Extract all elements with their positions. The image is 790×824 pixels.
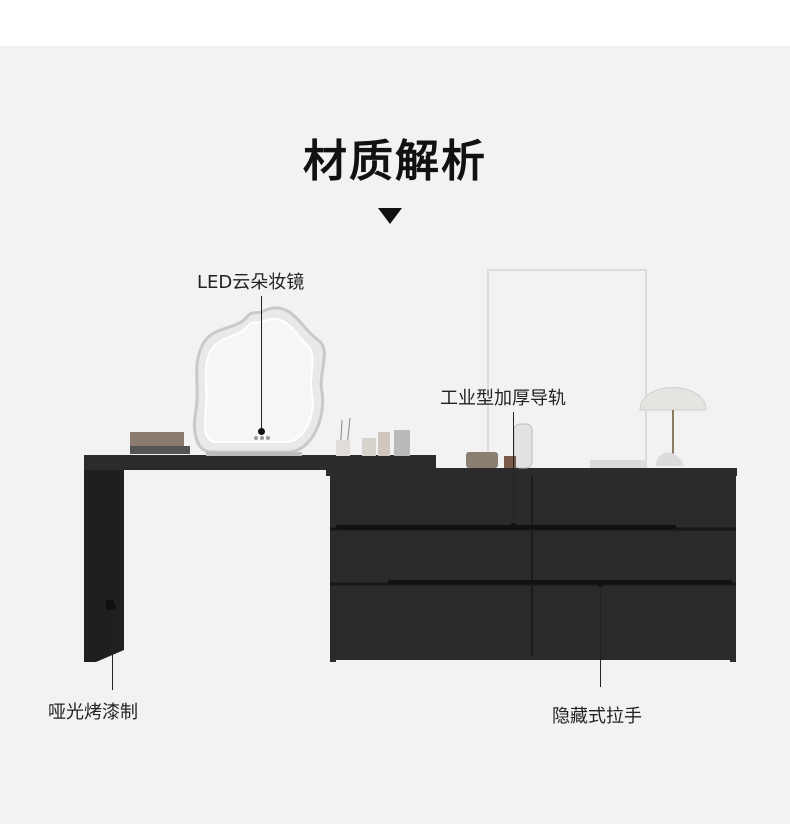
cabinet-top (326, 468, 737, 476)
page-title: 材质解析 (303, 136, 487, 187)
callout-label-rail: 工业型加厚导轨 (440, 388, 566, 409)
callout-dot-rail (510, 523, 517, 530)
hidden-handle (388, 580, 732, 584)
callout-label-finish: 哑光烤漆制 (48, 702, 138, 723)
callout-dot-handle (597, 580, 604, 587)
sliding-mirror-frame (487, 269, 647, 471)
decor-tray (466, 452, 498, 468)
callout-label-mirror: LED云朵妆镜 (197, 272, 305, 293)
vase (513, 423, 533, 469)
callout-dot-mirror (258, 428, 265, 435)
hidden-handle (336, 525, 676, 529)
cosmetic-palette (130, 432, 184, 448)
callout-line-rail (513, 412, 514, 526)
callout-dot-finish (109, 603, 116, 610)
triangle-down-icon (378, 208, 402, 224)
callout-line-finish (112, 610, 113, 690)
mushroom-lamp (639, 387, 707, 411)
callout-line-handle (600, 587, 601, 687)
callout-line-mirror (261, 296, 262, 432)
desk-top (84, 455, 436, 470)
callout-label-handle: 隐藏式拉手 (552, 706, 642, 727)
desk-leg (84, 470, 124, 662)
